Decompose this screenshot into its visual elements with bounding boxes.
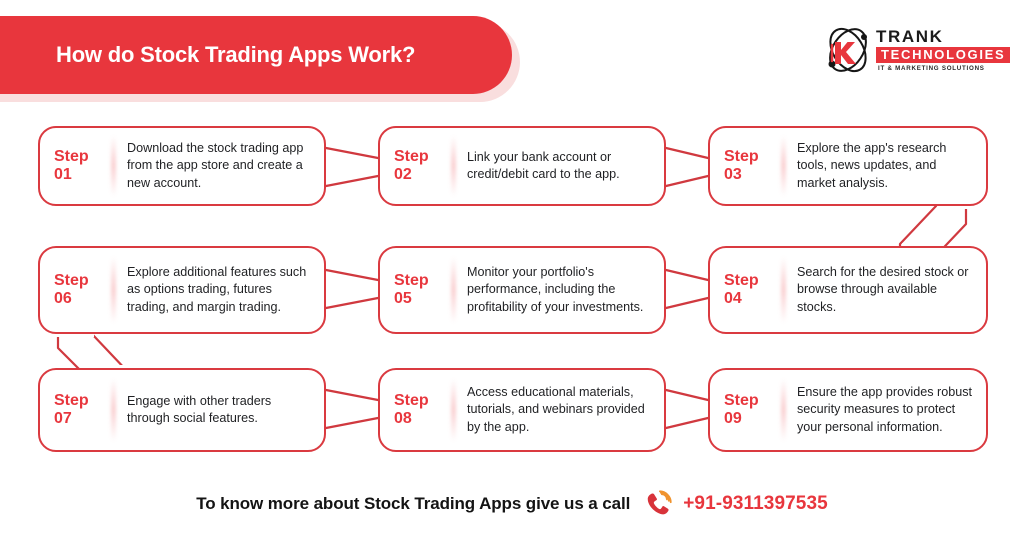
step-text-08: Access educational materials, tutorials,… [467, 385, 645, 434]
step-index: 09 [724, 410, 742, 427]
connector-06-05-bottom [324, 296, 380, 310]
header-banner: How do Stock Trading Apps Work? [0, 16, 512, 94]
connector-06-05-top [324, 268, 380, 282]
connector-08-09-bottom [664, 416, 710, 430]
step-card-04[interactable]: Step 04 Search for the desired stock or … [708, 246, 988, 334]
step-card-01[interactable]: Step 01 Download the stock trading app f… [38, 126, 326, 206]
logo-tagline: IT & MARKETING SOLUTIONS [878, 64, 985, 72]
brand-logo: TRANK TECHNOLOGIES IT & MARKETING SOLUTI… [822, 22, 1011, 78]
step-number-01: Step 01 [40, 148, 112, 184]
connector-07-08-bottom [324, 416, 380, 430]
step-text-04: Search for the desired stock or browse t… [797, 265, 969, 314]
step-number-03: Step 03 [710, 148, 782, 184]
trank-atom-logo-icon [828, 27, 867, 73]
step-divider [782, 257, 785, 323]
step-text-01: Download the stock trading app from the … [127, 141, 304, 190]
step-index: 02 [394, 166, 412, 183]
step-card-03[interactable]: Step 03 Explore the app's research tools… [708, 126, 988, 206]
step-text-03: Explore the app's research tools, news u… [797, 141, 947, 190]
step-text-02: Link your bank account or credit/debit c… [467, 149, 620, 181]
step-word: Step [394, 392, 429, 410]
logo-company-name: TRANK [876, 26, 944, 46]
step-index: 03 [724, 166, 742, 183]
step-word: Step [724, 272, 759, 290]
step-card-02[interactable]: Step 02 Link your bank account or credit… [378, 126, 666, 206]
connector-01-02-top [324, 146, 380, 160]
connector-07-08-top [324, 388, 380, 402]
connector-05-04-bottom [664, 296, 710, 310]
step-number-07: Step 07 [40, 392, 112, 428]
step-text-05: Monitor your portfolio's performance, in… [467, 265, 644, 314]
step-text-07: Engage with other traders through social… [127, 393, 272, 425]
connector-08-09-top [664, 388, 710, 402]
step-divider [782, 136, 785, 196]
step-card-06[interactable]: Step 06 Explore additional features such… [38, 246, 326, 334]
connector-02-03-top [664, 146, 710, 160]
footer-text: To know more about Stock Trading Apps gi… [196, 494, 631, 513]
step-card-09[interactable]: Step 09 Ensure the app provides robust s… [708, 368, 988, 452]
step-text-06: Explore additional features such as opti… [127, 265, 307, 314]
footer-phone-number: +91-9311397535 [683, 493, 828, 514]
step-word: Step [724, 392, 759, 410]
step-divider [452, 378, 455, 442]
step-number-08: Step 08 [380, 392, 452, 428]
step-divider [112, 378, 115, 442]
step-index: 07 [54, 410, 72, 427]
step-divider [452, 257, 455, 323]
step-number-06: Step 06 [40, 272, 112, 308]
step-word: Step [724, 148, 759, 166]
logo-company-subtitle: TECHNOLOGIES [876, 46, 1011, 63]
step-word: Step [54, 148, 89, 166]
connector-05-04-top [664, 268, 710, 282]
logo-text-block: TRANK TECHNOLOGIES IT & MARKETING SOLUTI… [876, 26, 1011, 72]
step-index: 08 [394, 410, 412, 427]
step-divider [782, 378, 785, 442]
step-word: Step [54, 272, 89, 290]
step-word: Step [54, 392, 89, 410]
step-index: 01 [54, 166, 72, 183]
step-divider [452, 136, 455, 196]
step-word: Step [394, 148, 429, 166]
step-divider [112, 136, 115, 196]
step-card-05[interactable]: Step 05 Monitor your portfolio's perform… [378, 246, 666, 334]
step-index: 06 [54, 290, 72, 307]
connector-02-03-bottom [664, 174, 710, 188]
step-divider [112, 257, 115, 323]
step-text-09: Ensure the app provides robust security … [797, 385, 973, 434]
step-word: Step [394, 272, 429, 290]
step-number-05: Step 05 [380, 272, 452, 308]
step-number-02: Step 02 [380, 148, 452, 184]
step-index: 05 [394, 290, 412, 307]
page-title: How do Stock Trading Apps Work? [56, 42, 416, 67]
step-number-04: Step 04 [710, 272, 782, 308]
ringing-phone-icon [647, 490, 672, 515]
step-index: 04 [724, 290, 742, 307]
step-number-09: Step 09 [710, 392, 782, 428]
connector-01-02-bottom [324, 174, 380, 188]
footer-call-to-action: To know more about Stock Trading Apps gi… [0, 484, 1024, 524]
step-card-07[interactable]: Step 07 Engage with other traders throug… [38, 368, 326, 452]
step-card-08[interactable]: Step 08 Access educational materials, tu… [378, 368, 666, 452]
